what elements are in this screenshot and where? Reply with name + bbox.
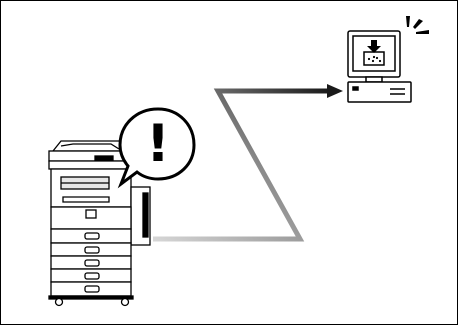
notification-spark-icon xyxy=(406,16,429,34)
computer-monitor-icon xyxy=(348,31,411,102)
exclamation-speech-bubble-icon: ! xyxy=(120,109,194,184)
arrow-head-icon xyxy=(327,84,343,98)
alert-exclamation-mark: ! xyxy=(146,114,170,174)
